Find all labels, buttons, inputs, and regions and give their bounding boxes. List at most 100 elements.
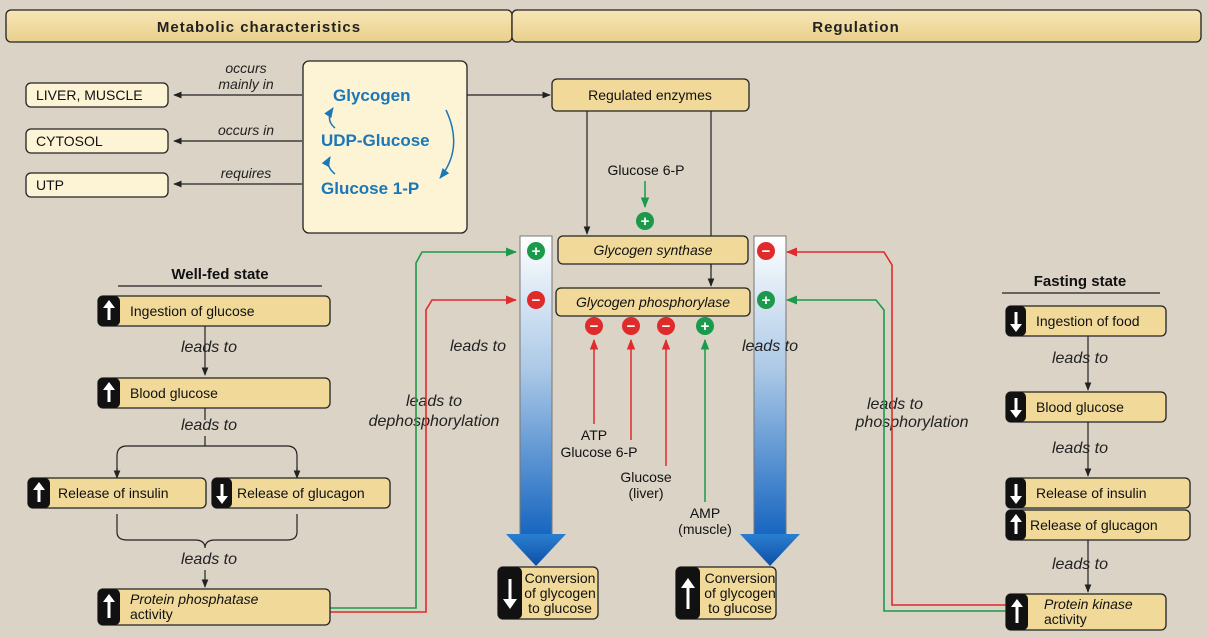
amp-label: AMP xyxy=(690,505,720,521)
center-left-leads-to: leads to xyxy=(450,338,506,355)
fs-insulin-label: Release of insulin xyxy=(1036,485,1147,501)
fs-leads-to-2: leads to xyxy=(1052,440,1108,457)
regulation-header-label: Regulation xyxy=(812,19,900,36)
minus-sign: − xyxy=(762,243,771,260)
fs-glucagon-label: Release of glucagon xyxy=(1030,517,1158,533)
up-arrow-head-icon xyxy=(33,482,45,490)
cytosol-label: CYTOSOL xyxy=(36,133,103,149)
wf-leads-to-1: leads to xyxy=(181,339,237,356)
g6p-label: Glucose 6-P xyxy=(560,444,637,460)
minus-icon xyxy=(757,242,775,260)
fs-leads-to-3: leads to xyxy=(1052,556,1108,573)
fs-ingestion-label: Ingestion of food xyxy=(1036,313,1140,329)
kinase-to-synthase-arrow xyxy=(785,247,1006,606)
center-right-leads-to: leads to xyxy=(742,338,798,355)
dephos-leads-to: leads to xyxy=(406,393,462,410)
plus-icon xyxy=(757,291,775,309)
muscle-label: (muscle) xyxy=(678,521,732,537)
udp-to-glycogen-arrow xyxy=(324,107,336,129)
minus-icon xyxy=(527,291,545,309)
fs-blood-label: Blood glucose xyxy=(1036,399,1124,415)
wf-phosphatase-line2: activity xyxy=(130,606,173,622)
g6p-top-label: Glucose 6-P xyxy=(607,162,684,178)
cytosol-box xyxy=(25,128,169,154)
well-fed-title: Well-fed state xyxy=(171,266,268,283)
down-arrow-head-icon xyxy=(503,599,517,609)
minus-icon xyxy=(657,317,675,335)
down-arrow-head-icon xyxy=(1010,410,1022,418)
left-conversion-line1: Conversion xyxy=(525,570,596,586)
utp-label: UTP xyxy=(36,177,64,193)
right-pipe xyxy=(753,235,787,537)
glycogen-label: Glycogen xyxy=(333,86,410,105)
liver-muscle-box xyxy=(25,82,169,108)
regulation-header xyxy=(511,9,1202,43)
liver-label: (liver) xyxy=(629,485,664,501)
utp-box xyxy=(25,172,169,198)
plus-sign: + xyxy=(762,292,771,309)
plus-sign: + xyxy=(532,243,541,260)
fs-kinase-line2: activity xyxy=(1044,611,1087,627)
down-arrow-head-icon xyxy=(1010,496,1022,504)
right-conversion-line3: to glucose xyxy=(708,600,772,616)
metabolic-header-label: Metabolic characteristics xyxy=(157,19,361,36)
wf-glucagon-label: Release of glucagon xyxy=(237,485,365,501)
right-conversion-line1: Conversion xyxy=(705,570,776,586)
up-arrow-head-icon xyxy=(103,594,115,602)
wf-leads-to-2: leads to xyxy=(181,417,237,434)
minus-sign: − xyxy=(590,318,599,335)
minus-sign: − xyxy=(627,318,636,335)
up-arrow-head-icon xyxy=(103,300,115,308)
up-arrow-head-icon xyxy=(681,578,695,588)
glycogen-phosphorylase-label: Glycogen phosphorylase xyxy=(576,294,730,310)
g1p-to-udp-arrow xyxy=(321,156,336,175)
wf-insulin-label: Release of insulin xyxy=(58,485,169,501)
mainly-in-label: mainly in xyxy=(218,76,273,92)
glycogen-cycle-arrow xyxy=(439,109,455,179)
phos-leads-to: leads to xyxy=(867,396,923,413)
kinase-to-phosphorylase-arrow xyxy=(785,295,1006,612)
minus-icon xyxy=(622,317,640,335)
glycogen-synthase-box xyxy=(557,235,749,265)
phosphatase-to-phosphorylase-arrow xyxy=(330,295,518,613)
wf-leads-to-3: leads to xyxy=(181,551,237,568)
occurs-label: occurs xyxy=(225,60,266,76)
udp-glucose-label: UDP-Glucose xyxy=(321,131,430,150)
fs-kinase-line1: Protein kinase xyxy=(1044,596,1133,612)
fasting-title: Fasting state xyxy=(1034,273,1127,290)
left-pipe xyxy=(519,235,553,537)
minus-sign: − xyxy=(662,318,671,335)
phosphatase-to-synthase-arrow xyxy=(330,247,518,609)
up-arrow-head-icon xyxy=(1010,514,1022,522)
plus-icon xyxy=(527,242,545,260)
right-conversion-line2: of glycogen xyxy=(704,585,776,601)
plus-sign: + xyxy=(641,213,650,230)
glycogen-synthase-label: Glycogen synthase xyxy=(593,242,712,258)
left-conversion-line2: of glycogen xyxy=(524,585,596,601)
phos-label: phosphorylation xyxy=(855,414,969,431)
occurs-in-label: occurs in xyxy=(218,122,274,138)
minus-icon xyxy=(585,317,603,335)
plus-sign: + xyxy=(701,318,710,335)
glucose-label: Glucose xyxy=(620,469,672,485)
down-arrow-head-icon xyxy=(216,496,228,504)
requires-label: requires xyxy=(221,165,272,181)
fs-leads-to-1: leads to xyxy=(1052,350,1108,367)
glucose-1p-label: Glucose 1-P xyxy=(321,179,419,198)
atp-label: ATP xyxy=(581,427,607,443)
up-arrow-head-icon xyxy=(1011,599,1023,607)
wf-split-bracket xyxy=(116,445,298,476)
wf-join-bracket xyxy=(116,514,298,549)
pathway-box xyxy=(302,60,468,234)
regulated-enzymes-label: Regulated enzymes xyxy=(588,87,712,103)
plus-icon xyxy=(636,212,654,230)
minus-sign: − xyxy=(532,292,541,309)
plus-icon xyxy=(696,317,714,335)
up-arrow-head-icon xyxy=(103,382,115,390)
liver-muscle-label: LIVER, MUSCLE xyxy=(36,87,143,103)
left-conversion-line3: to glucose xyxy=(528,600,592,616)
wf-blood-label: Blood glucose xyxy=(130,385,218,401)
down-arrow-head-icon xyxy=(1010,324,1022,332)
wf-phosphatase-line1: Protein phosphatase xyxy=(130,591,259,607)
